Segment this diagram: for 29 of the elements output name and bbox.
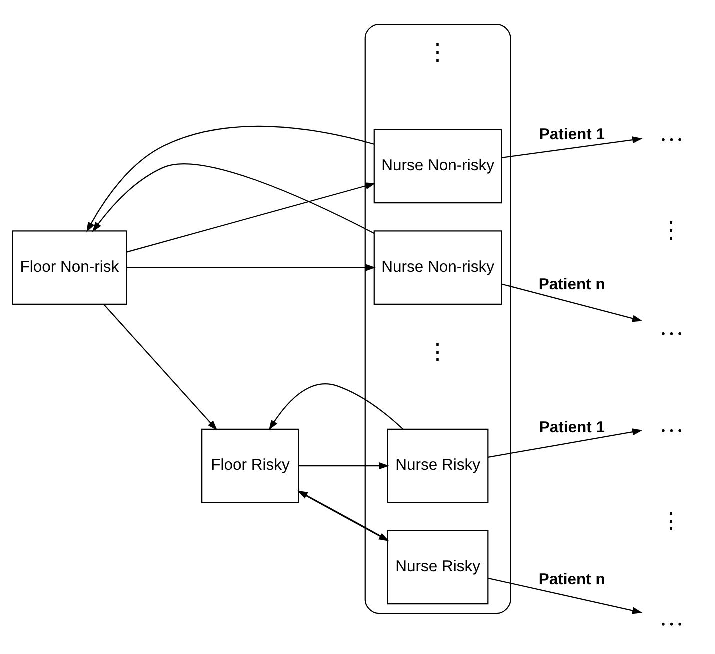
node-box: Nurse Non-risky [374,230,502,304]
node-box: Nurse Risky [387,530,489,604]
edge-label: Patient n [538,571,606,588]
node-text: … [659,410,684,438]
arrow [488,428,643,458]
arrow [126,264,376,271]
edge-label: Patient 1 [539,418,606,436]
node-text: … [659,120,684,147]
arrow [92,163,374,234]
edge-label: Patient 1 [539,126,606,144]
arrow [126,182,376,252]
arrow [502,136,643,158]
node-box: Floor Non-risk [12,230,128,304]
edge-label: Patient n [538,276,606,293]
node-text: … [659,313,684,340]
arrow [502,283,643,322]
arrow [104,304,218,430]
arrow [269,383,404,430]
node-box: Nurse Risky [387,428,489,503]
label: ⋮ [426,338,450,364]
label: ⋮ [660,507,684,532]
arrow [86,125,374,232]
arrow [299,462,390,470]
node-text: … [659,604,684,632]
label: ⋮ [426,38,450,64]
node-box: Nurse Non-risky [374,128,502,204]
arrow [488,577,643,614]
node-box: Floor Risky [202,428,300,503]
label: ⋮ [660,216,684,242]
